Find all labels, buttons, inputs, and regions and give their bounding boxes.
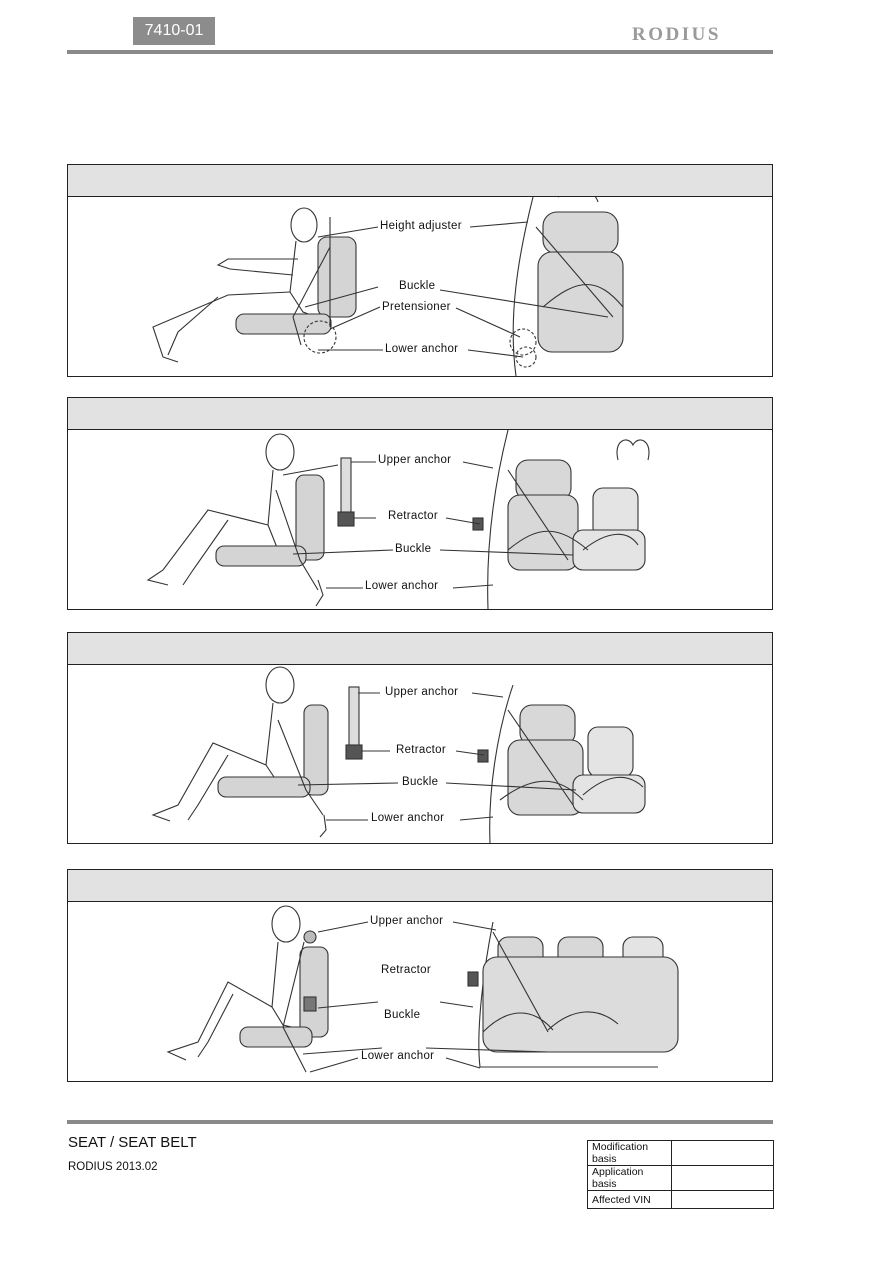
front-seat-belt-illustration xyxy=(152,197,624,376)
section-second-row-seat-belt: Upper anchor Retractor Buckle Lower anch… xyxy=(67,397,773,610)
label-retractor: Retractor xyxy=(387,510,439,522)
second-row-seat-belt-illustration xyxy=(146,430,650,609)
label-lower-anchor: Lower anchor xyxy=(360,1050,436,1062)
label-retractor: Retractor xyxy=(395,744,447,756)
footer-subtitle: RODIUS 2013.02 xyxy=(68,1161,158,1173)
meta-value xyxy=(671,1165,774,1191)
section-header xyxy=(68,870,772,902)
label-buckle: Buckle xyxy=(398,280,437,292)
table-row: Modification basis xyxy=(587,1140,774,1166)
section-header xyxy=(68,633,772,665)
revision-table: Modification basis Application basis Aff… xyxy=(587,1140,774,1209)
label-height-adjuster: Height adjuster xyxy=(379,220,463,232)
label-buckle: Buckle xyxy=(383,1009,422,1021)
label-lower-anchor: Lower anchor xyxy=(370,812,446,824)
document-code: 7410-01 xyxy=(133,17,215,45)
label-buckle: Buckle xyxy=(394,543,433,555)
label-buckle: Buckle xyxy=(401,776,440,788)
label-lower-anchor: Lower anchor xyxy=(384,343,460,355)
meta-value xyxy=(671,1140,774,1166)
section-illustration: Upper anchor Retractor Buckle Lower anch… xyxy=(68,902,772,1081)
meta-value xyxy=(671,1190,774,1209)
section-third-row-seat-belt: Upper anchor Retractor Buckle Lower anch… xyxy=(67,632,773,844)
footer-rule xyxy=(67,1120,773,1124)
section-header xyxy=(68,398,772,430)
brand-logo: RODIUS xyxy=(632,24,721,45)
section-rear-seat-belt: Upper anchor Retractor Buckle Lower anch… xyxy=(67,869,773,1082)
third-row-seat-belt-illustration xyxy=(151,666,646,843)
label-upper-anchor: Upper anchor xyxy=(369,915,445,927)
table-row: Application basis xyxy=(587,1165,774,1191)
meta-key: Affected VIN xyxy=(587,1190,672,1209)
footer-title: SEAT / SEAT BELT xyxy=(68,1134,197,1151)
meta-key: Modification basis xyxy=(587,1140,672,1166)
section-front-seat-belt: Height adjuster Buckle Pretensioner Lowe… xyxy=(67,164,773,377)
section-illustration: Upper anchor Retractor Buckle Lower anch… xyxy=(68,665,772,843)
label-upper-anchor: Upper anchor xyxy=(384,686,460,698)
meta-key: Application basis xyxy=(587,1165,672,1191)
label-retractor: Retractor xyxy=(380,964,432,976)
section-illustration: Height adjuster Buckle Pretensioner Lowe… xyxy=(68,197,772,376)
section-illustration: Upper anchor Retractor Buckle Lower anch… xyxy=(68,430,772,609)
section-header xyxy=(68,165,772,197)
label-upper-anchor: Upper anchor xyxy=(377,454,453,466)
table-row: Affected VIN xyxy=(587,1190,774,1209)
label-pretensioner: Pretensioner xyxy=(381,301,452,313)
header-rule xyxy=(67,50,773,54)
rear-seat-belt-illustration xyxy=(166,905,679,1073)
label-lower-anchor: Lower anchor xyxy=(364,580,440,592)
